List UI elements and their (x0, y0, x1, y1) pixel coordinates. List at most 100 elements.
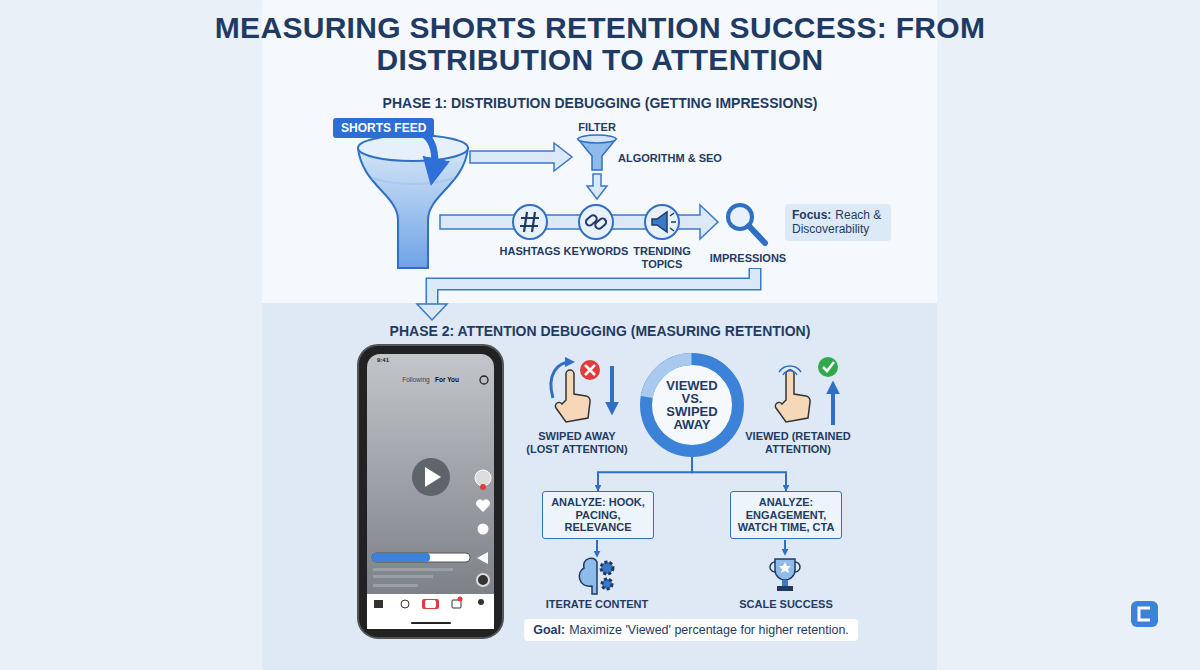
heart-icon (476, 500, 490, 512)
play-button (412, 458, 450, 496)
caption-line (373, 584, 418, 587)
hand (775, 370, 810, 422)
analyze-box: ANALYZE: HOOK, PACING, RELEVANCE (542, 491, 654, 539)
arrow-fill (432, 269, 755, 305)
nav-profile (478, 599, 484, 605)
flow-arrow (440, 205, 718, 239)
label: KEYWORDS (564, 245, 629, 258)
gear (601, 562, 613, 574)
funnel-icon (358, 128, 468, 268)
tap-waves (779, 366, 801, 375)
down-arrow (784, 540, 786, 553)
chain-link (594, 217, 608, 230)
megaphone (652, 212, 667, 232)
arrow-head (417, 304, 447, 320)
flow-arrow (470, 143, 572, 171)
label: For You (435, 376, 459, 383)
avatar (475, 470, 491, 486)
sound-lines (670, 213, 676, 231)
play-triangle (425, 467, 441, 487)
nav-bar (367, 594, 494, 629)
node-heading: Focus: (792, 208, 831, 222)
check-badge (818, 357, 838, 377)
nav-badge (458, 597, 463, 602)
keyword-icon (579, 205, 613, 239)
return-arrow (417, 268, 755, 320)
cross-mark (585, 365, 595, 375)
caption-line (373, 568, 453, 571)
cup (775, 559, 795, 580)
node-text: SHORTS FEED (341, 121, 426, 135)
connector (598, 457, 692, 491)
icon-circle (579, 205, 613, 239)
goal-box: Goal:Maximize 'Viewed' percentage for hi… (524, 619, 858, 641)
magnifier-icon (728, 205, 765, 243)
brain (579, 558, 597, 594)
comment-icon (478, 524, 489, 535)
progress-fill (372, 553, 430, 562)
swipe-away-icon (551, 360, 612, 422)
logo-mark (1139, 608, 1150, 620)
corner-logo (1131, 601, 1158, 627)
label: SCALE SUCCESS (739, 598, 833, 611)
label: TRENDING TOPICS (626, 245, 698, 270)
nav-add-inner (425, 600, 436, 608)
analyze-box: ANALYZE: ENGAGEMENT, WATCH TIME, CTA (730, 491, 842, 539)
trending-icon (645, 205, 679, 239)
label: PHASE 1: DISTRIBUTION DEBUGGING (GETTING… (383, 95, 818, 111)
star (779, 562, 791, 573)
title: MEASURING SHORTS RETENTION SUCCESS: FROM… (210, 12, 990, 75)
base (777, 586, 793, 591)
focus-box: Focus:Reach & Discoverability (785, 204, 891, 241)
label: Following (402, 376, 429, 383)
gear (602, 579, 612, 589)
search-icon (480, 376, 488, 384)
bottom-panel (262, 303, 937, 670)
handle (749, 226, 765, 243)
filter-rim (578, 135, 616, 143)
progress-track (372, 553, 470, 562)
viewed-icon (775, 357, 838, 425)
share-icon (477, 552, 488, 564)
icon-circle (513, 205, 547, 239)
nav-add (422, 599, 439, 609)
node-text: VIEWED VS. SWIPED AWAY (656, 379, 728, 432)
phone-screen (367, 354, 494, 629)
donut-chart: VIEWED VS. SWIPED AWAY (640, 353, 744, 457)
label: ALGORITHM & SEO (618, 152, 722, 165)
label: VIEWED (RETAINED ATTENTION) (738, 430, 858, 455)
phone-body (358, 345, 503, 638)
arrow-outline (432, 268, 755, 304)
node-text: Maximize 'Viewed' percentage for higher … (569, 623, 849, 637)
handles (770, 562, 800, 572)
label: PHASE 2: ATTENTION DEBUGGING (MEASURING … (390, 323, 811, 339)
label: ITERATE CONTENT (546, 598, 648, 611)
funnel-rim (358, 135, 468, 161)
nav-friends (401, 600, 409, 608)
caption-line (373, 575, 433, 578)
home-indicator (411, 622, 451, 624)
label: HASHTAGS (500, 245, 561, 258)
label: SWIPED AWAY (LOST ATTENTION) (521, 430, 633, 455)
icon-circle (645, 205, 679, 239)
node-text: ANALYZE: ENGAGEMENT, WATCH TIME, CTA (738, 496, 835, 533)
phone-illustration (358, 345, 503, 638)
up-arrow (831, 386, 835, 425)
funnel-band (372, 178, 454, 184)
funnel-body (358, 148, 468, 268)
nav-home (374, 600, 383, 608)
tag-box: SHORTS FEED (333, 118, 434, 138)
down-arrow (596, 540, 598, 555)
node-text: ANALYZE: HOOK, PACING, RELEVANCE (551, 496, 645, 533)
label: 9:41 (377, 357, 389, 364)
follow-dot (480, 484, 486, 490)
trophy-icon (770, 559, 800, 591)
hashtag-icon (513, 205, 547, 239)
connector (692, 457, 786, 491)
down-arrow (587, 174, 607, 199)
filter-icon (578, 135, 616, 170)
stem (782, 580, 788, 586)
label: IMPRESSIONS (710, 252, 786, 265)
label: FILTER (578, 121, 616, 134)
